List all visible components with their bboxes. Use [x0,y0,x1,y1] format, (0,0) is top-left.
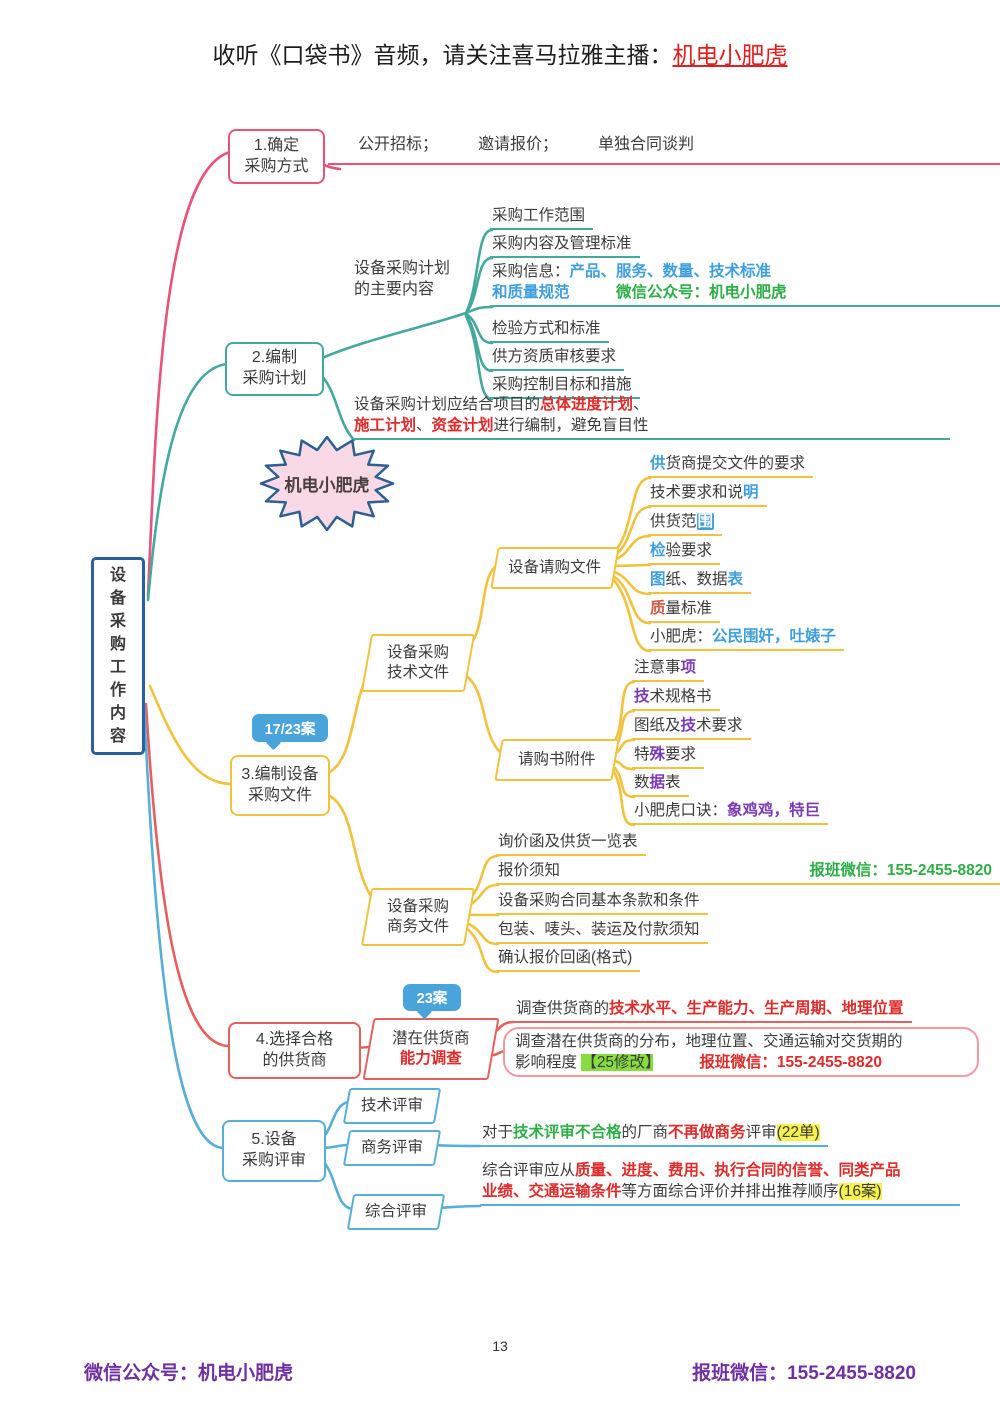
leaf-comprehensive-review-rule: 综合评审应从质量、进度、费用、执行合同的信誉、同类产品 业绩、交通运输条件等方面… [480,1160,960,1206]
node-comprehensive-review: 综合评审 [346,1194,446,1230]
leaf-procurement-methods: 公开招标； 邀请报价； 单独合同谈判 [328,134,1000,165]
leaf-supplier-submission: 供货商提交文件的要求 [648,453,814,478]
leaf-drawings-datasheet: 图纸、数据表 [648,569,752,594]
leaf-technical-spec: 技术规格书 [632,686,720,711]
leaf-drawings-tech-req: 图纸及技术要求 [632,715,751,740]
leaf-technical-requirements: 技术要求和说明 [648,482,767,507]
leaf-procurement-scope: 采购工作范围 [490,205,594,230]
enroll-wechat-green: 报班微信：155-2455-8820 [809,862,992,879]
leaf-inspection-method: 检验方式和标准 [490,318,609,343]
leaf-control-targets: 采购控制目标和措施 [490,374,640,399]
page-header: 收听《口袋书》音频，请关注喜马拉雅主播：机电小肥虎 [0,36,1000,70]
leaf-special-requirements: 特殊要求 [632,744,705,769]
branch5-box-procurement-review: 5.设备 采购评审 [222,1120,326,1182]
node-commercial-review: 商务评审 [342,1130,442,1166]
header-highlight-link: 机电小肥虎 [672,43,788,68]
leaf-mnemonic-attachment: 小肥虎口诀：象鸡鸡，特巨 [632,800,829,825]
footer-wechat-official: 微信公众号：机电小肥虎 [84,1363,294,1384]
leaf-quotation-notice: 报价须知 报班微信：155-2455-8820 [496,860,1000,885]
page-number: 13 [492,1338,508,1354]
branch1-box-determine-method: 1.确定 采购方式 [228,129,325,184]
badge-17-23-case: 17/23案 [252,714,328,742]
badge-23-case: 23案 [403,984,461,1011]
hub-plan-main-content: 设备采购计划 的主要内容 [354,260,451,298]
node-potential-supplier-survey: 潜在供货商 能力调查 [362,1018,500,1080]
leaf-datasheet: 数据表 [632,772,689,797]
leaf-plan-note: 设备采购计划应结合项目的总体进度计划、 施工计划、资金计划进行编制，避免盲目性 [352,394,950,440]
node-requisition-attachment-label: 请购书附件 [518,750,596,768]
leaf-supplier-qualification: 供方资质审核要求 [490,346,625,371]
leaf-quality-standards: 质量标准 [648,598,721,623]
root-node-equipment-procurement: 设 备 采 购 工 作 内 容 [91,557,145,755]
node-commercial-documents: 设备采购 商务文件 [360,888,476,946]
node-requisition-attachment: 请购书附件 [494,739,620,781]
branch2-box-prepare-plan: 2.编制 采购计划 [225,342,324,396]
branch4-box-select-supplier: 4.选择合格 的供货商 [228,1022,361,1079]
leaf-quotation-notice-label: 报价须知 [498,862,561,879]
node-technical-review: 技术评审 [342,1088,442,1124]
leaf-notes: 注意事项 [632,657,705,682]
leaf-supplier-survey-items: 调查供货商的技术水平、生产能力、生产周期、地理位置 [514,998,912,1023]
node-commercial-review-label: 商务评审 [360,1138,424,1156]
node-commercial-documents-label: 设备采购 商务文件 [386,897,449,935]
star-sticker-label: 机电小肥虎 [284,476,370,495]
leaf-inquiry-letter: 询价函及供货一览表 [496,831,646,856]
node-technical-review-label: 技术评审 [360,1096,424,1114]
bubble-supplier-distribution-note: 调查潜在供货商的分布，地理位置、交通运输对交货期的 影响程度 【25修改】 报班… [503,1027,979,1077]
leaf-contract-terms: 设备采购合同基本条款和条件 [496,890,708,915]
leaf-inspection-requirements: 检验要求 [648,540,721,565]
leaf-commercial-review-rule: 对于技术评审不合格的厂商不再做商务评审(22单) [480,1122,828,1147]
branch3-box-prepare-documents: 3.编制设备 采购文件 [230,755,330,816]
node-requisition-documents-label: 设备请购文件 [508,558,602,576]
node-requisition-documents: 设备请购文件 [490,547,620,589]
star-shape [259,435,395,532]
footer-enroll-wechat: 报班微信：155-2455-8820 [692,1363,916,1384]
leaf-supply-scope: 供货范围 [648,511,723,536]
node-technical-documents-label: 设备采购 技术文件 [386,643,449,681]
header-text: 收听《口袋书》音频，请关注喜马拉雅主播： [212,43,673,68]
node-comprehensive-review-label: 综合评审 [364,1202,428,1220]
leaf-mnemonic-request: 小肥虎：公民围奸，吐婊子 [648,626,845,651]
node-technical-documents: 设备采购 技术文件 [360,634,476,692]
leaf-quotation-confirmation: 确认报价回函(格式) [496,947,641,972]
leaf-procurement-info: 采购信息：产品、服务、数量、技术标准 和质量规范 微信公众号：机电小肥虎 [490,261,1000,307]
leaf-packing-shipping: 包装、唛头、装运及付款须知 [496,919,708,944]
star-sticker: 机电小肥虎 [258,435,396,532]
node-potential-supplier-survey-label: 潜在供货商 能力调查 [392,1029,470,1067]
leaf-content-standards: 采购内容及管理标准 [490,233,640,258]
